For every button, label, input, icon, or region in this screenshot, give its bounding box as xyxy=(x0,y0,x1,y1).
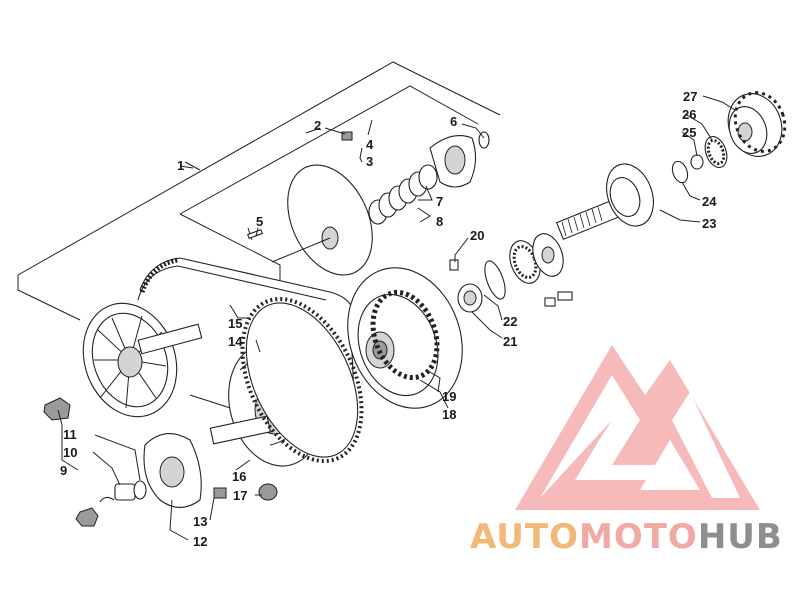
callout-8: 8 xyxy=(436,214,443,229)
callout-17: 17 xyxy=(233,488,247,503)
clutch-drum xyxy=(727,91,787,157)
callout-26: 26 xyxy=(682,107,696,122)
bearing-assembly xyxy=(509,233,573,307)
callout-15: 15 xyxy=(228,316,242,331)
callout-22: 22 xyxy=(503,314,517,329)
watermark-moto: MOTO xyxy=(579,517,698,557)
callout-21: 21 xyxy=(503,334,517,349)
callout-16: 16 xyxy=(232,469,246,484)
helix-assembly xyxy=(75,433,278,527)
callout-7: 7 xyxy=(436,194,443,209)
callout-5: 5 xyxy=(256,214,263,229)
watermark-hub: HUB xyxy=(698,517,783,557)
svg-text:AUTOMOTOHUB: AUTOMOTOHUB xyxy=(470,517,783,557)
callout-27: 27 xyxy=(683,89,697,104)
spring-cover-assembly xyxy=(247,131,490,276)
callout-1: 1 xyxy=(177,158,184,173)
watermark-auto: AUTO xyxy=(470,517,579,557)
callout-4: 4 xyxy=(366,137,374,152)
driven-sheave-wheel xyxy=(43,302,203,421)
callout-9: 9 xyxy=(60,463,67,478)
callout-6: 6 xyxy=(450,114,457,129)
callout-3: 3 xyxy=(366,154,373,169)
output-shaft xyxy=(555,163,654,241)
callout-13: 13 xyxy=(193,514,207,529)
callout-10: 10 xyxy=(63,445,77,460)
leader-lines xyxy=(57,95,736,541)
fixed-sheave xyxy=(347,259,506,409)
callout-labels: 1 2 3 4 5 6 7 8 9 10 11 12 13 14 15 16 1… xyxy=(60,89,717,549)
callout-2: 2 xyxy=(314,118,321,133)
callout-25: 25 xyxy=(682,125,696,140)
callout-18: 18 xyxy=(442,407,456,422)
callout-20: 20 xyxy=(470,228,484,243)
spring-icon xyxy=(368,164,438,225)
callout-19: 19 xyxy=(442,389,456,404)
callout-14: 14 xyxy=(228,334,243,349)
callout-24: 24 xyxy=(702,194,717,209)
ring-gear xyxy=(240,297,364,463)
washer-bearing-parts xyxy=(671,136,728,184)
watermark-text: AUTOMOTOHUB xyxy=(470,517,783,557)
callout-23: 23 xyxy=(702,216,716,231)
callout-12: 12 xyxy=(193,534,207,549)
callout-11: 11 xyxy=(63,427,77,442)
watermark-logo-icon xyxy=(515,345,760,510)
